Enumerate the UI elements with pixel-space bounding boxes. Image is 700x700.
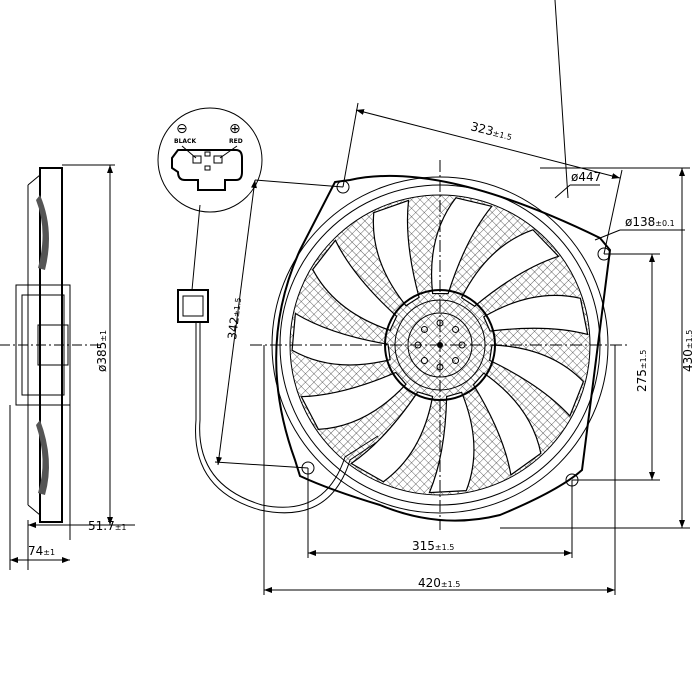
dim-430-value: 430	[681, 349, 695, 372]
svg-text:430±1.5: 430±1.5	[681, 330, 695, 372]
fan-blade	[291, 312, 391, 366]
dim-385-tol: ±1	[99, 330, 108, 342]
dim-342-tol: ±1.5	[232, 297, 243, 317]
dim-138-value: ø138	[625, 215, 655, 229]
dim-323-tol: ±1.5	[492, 129, 513, 142]
svg-text:420±1.5: 420±1.5	[418, 576, 460, 590]
dimension-342: 342±1.5	[214, 179, 344, 469]
dimension-74: 74±1	[9, 405, 70, 570]
fan-blade	[460, 229, 560, 307]
fan-blade	[482, 294, 589, 336]
svg-text:ø138±0.1: ø138±0.1	[625, 215, 675, 229]
fan-blades	[291, 197, 589, 494]
dim-315-value: 315	[412, 539, 435, 553]
dimension-385: ø385±1	[62, 164, 115, 526]
fan-front-view	[250, 160, 630, 530]
dim-51-7-value: 51.7	[88, 519, 115, 533]
dim-315-tol: ±1.5	[435, 543, 454, 552]
dimension-315: 315±1.5	[307, 468, 573, 558]
fan-blade	[430, 197, 493, 295]
hub-hole	[420, 357, 428, 365]
black-wire-label: BLACK	[174, 138, 196, 145]
dimension-420: 420±1.5	[263, 345, 616, 595]
dim-275-value: 275	[635, 369, 649, 392]
side-view	[0, 167, 100, 523]
svg-text:323±1.5: 323±1.5	[469, 119, 513, 143]
dim-342-value: 342	[225, 316, 242, 340]
svg-text:315±1.5: 315±1.5	[412, 539, 454, 553]
dim-138-tol: ±0.1	[655, 219, 674, 228]
hub-hole	[452, 325, 460, 333]
dim-420-tol: ±1.5	[441, 580, 460, 589]
svg-text:275±1.5: 275±1.5	[635, 350, 649, 392]
svg-text:74±1: 74±1	[28, 544, 55, 558]
fan-blade	[428, 391, 475, 494]
dim-323-value: 323	[469, 119, 495, 138]
dim-74-tol: ±1	[43, 548, 55, 557]
hub-hole	[420, 325, 428, 333]
dim-275-tol: ±1.5	[639, 350, 648, 369]
dim-74-value: 74	[28, 544, 43, 558]
dim-51-7-tol: ±1	[115, 523, 127, 532]
fan-blade	[372, 199, 420, 307]
dim-447-value: ø447	[571, 170, 601, 184]
dim-430-tol: ±1.5	[685, 330, 694, 349]
dim-385-value: ø385	[95, 342, 109, 372]
dimension-447: ø447	[554, 0, 601, 199]
dimension-430: 430±1.5	[500, 167, 695, 529]
red-wire-label: RED	[229, 138, 243, 145]
fan-blade	[350, 391, 434, 483]
plus-icon: ⊕	[229, 121, 241, 137]
svg-text:ø385±1: ø385±1	[95, 330, 109, 372]
dim-420-value: 420	[418, 576, 441, 590]
fan-blade	[300, 371, 407, 431]
svg-text:51.7±1: 51.7±1	[88, 519, 127, 533]
fan-blade	[472, 372, 542, 476]
fan-blade	[312, 239, 398, 332]
connector-plug-and-cable	[177, 204, 381, 514]
hub-hole	[452, 357, 460, 365]
fan-blade	[489, 344, 585, 418]
dimension-275: 275±1.5	[572, 253, 660, 481]
dimension-138: ø138±0.1	[594, 215, 685, 241]
minus-icon: ⊖	[176, 121, 188, 137]
svg-text:342±1.5: 342±1.5	[225, 297, 244, 341]
connector-detail: ⊖ ⊕ BLACK RED	[157, 107, 263, 213]
